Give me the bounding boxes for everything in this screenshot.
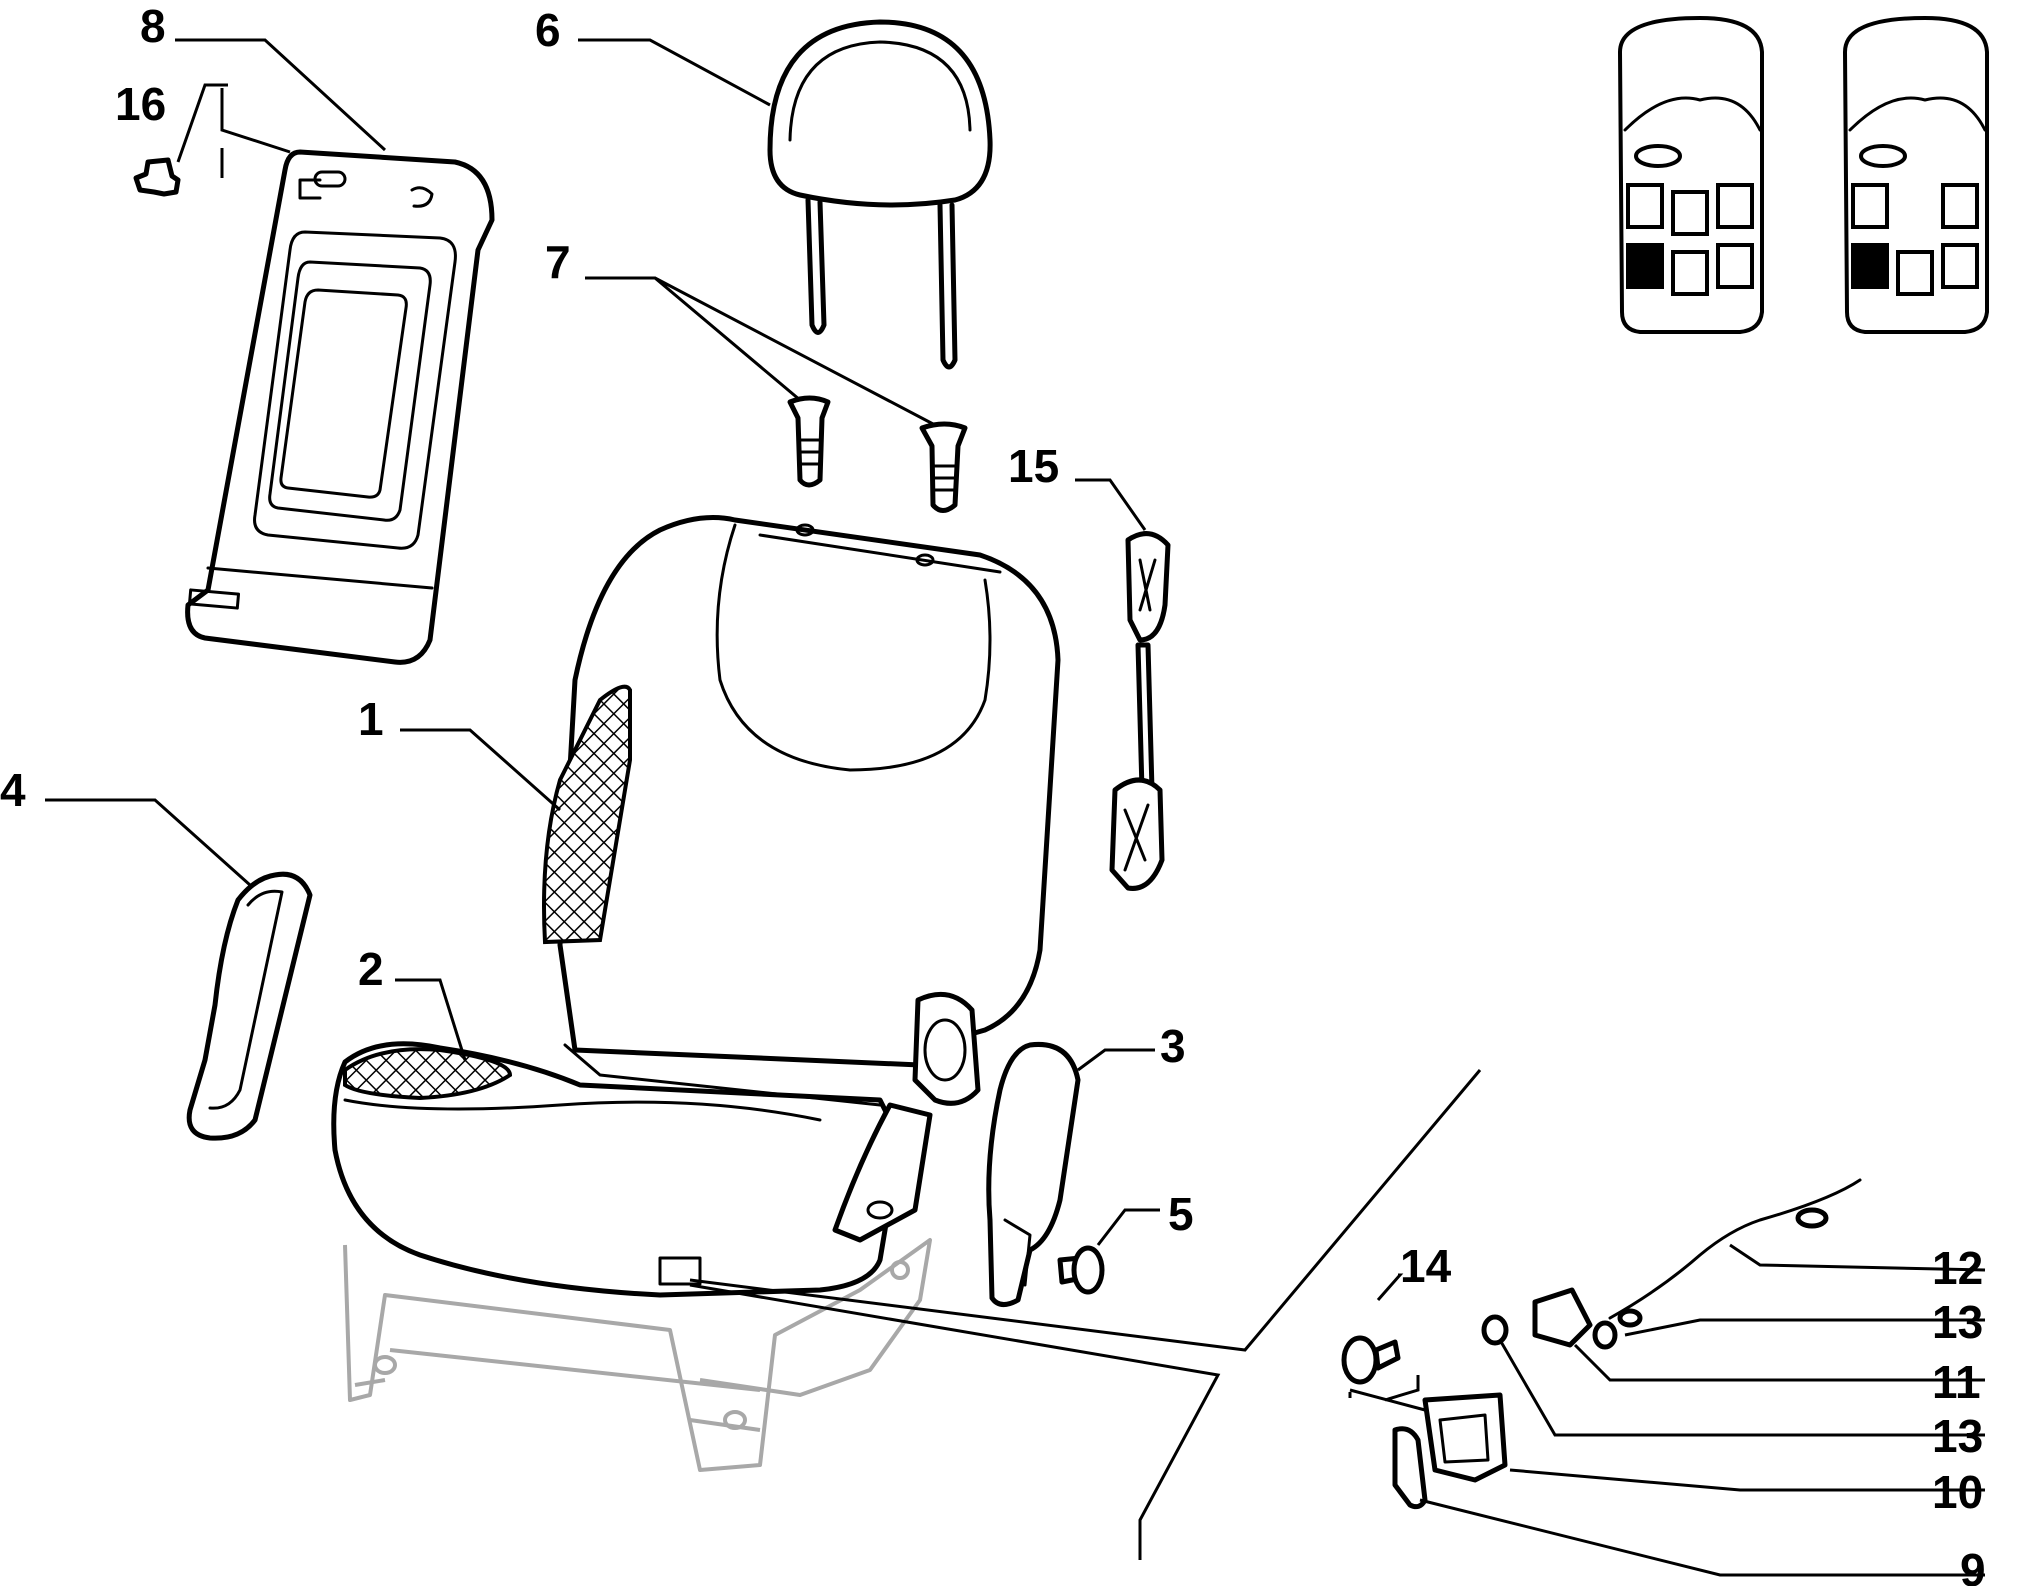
grommet-13b bbox=[1481, 1314, 1509, 1346]
callout-7: 7 bbox=[545, 236, 571, 288]
seat-cushion bbox=[331, 1041, 903, 1298]
side-trim-right bbox=[986, 1041, 1081, 1307]
seat-back-panel bbox=[185, 149, 495, 665]
seat-map-right bbox=[1842, 15, 1989, 334]
callout-3: 3 bbox=[1160, 1020, 1186, 1072]
callout-16: 16 bbox=[115, 78, 166, 130]
strap bbox=[1109, 531, 1171, 891]
callout-11: 11 bbox=[1932, 1356, 1981, 1408]
callout-10: 10 bbox=[1932, 1466, 1983, 1518]
seat-frame bbox=[343, 1238, 932, 1472]
callout-14: 14 bbox=[1400, 1240, 1452, 1292]
callout-9: 9 bbox=[1960, 1544, 1986, 1586]
leader-lines bbox=[45, 38, 1986, 1577]
clip-part bbox=[133, 157, 181, 197]
callout-1: 1 bbox=[358, 693, 384, 745]
callout-5: 5 bbox=[1168, 1188, 1194, 1240]
screw-14 bbox=[1341, 1335, 1401, 1385]
callout-2: 2 bbox=[358, 943, 384, 995]
seat-map-highlight bbox=[1626, 243, 1664, 289]
handle-cover-9 bbox=[1392, 1426, 1428, 1510]
latch-11 bbox=[1532, 1287, 1593, 1348]
callout-8: 8 bbox=[140, 0, 166, 52]
plug-13a bbox=[1592, 1320, 1618, 1350]
side-trim-left bbox=[186, 871, 313, 1141]
seat-back bbox=[542, 515, 1061, 1068]
handle-housing-10 bbox=[1422, 1392, 1508, 1483]
callout-13b: 13 bbox=[1932, 1410, 1983, 1462]
callout-12: 12 bbox=[1932, 1242, 1983, 1294]
cable-12 bbox=[1608, 1178, 1862, 1328]
callout-6: 6 bbox=[535, 4, 561, 56]
headrest bbox=[767, 19, 993, 370]
callout-15: 15 bbox=[1008, 440, 1059, 492]
screw-part bbox=[1057, 1245, 1105, 1295]
callout-13a: 13 bbox=[1932, 1296, 1983, 1348]
seat-map-left bbox=[1617, 15, 1764, 334]
headrest-guide-left bbox=[787, 395, 831, 488]
headrest-guide-right bbox=[919, 421, 968, 513]
recliner-mechanism bbox=[832, 991, 981, 1243]
callout-4: 4 bbox=[0, 764, 26, 816]
